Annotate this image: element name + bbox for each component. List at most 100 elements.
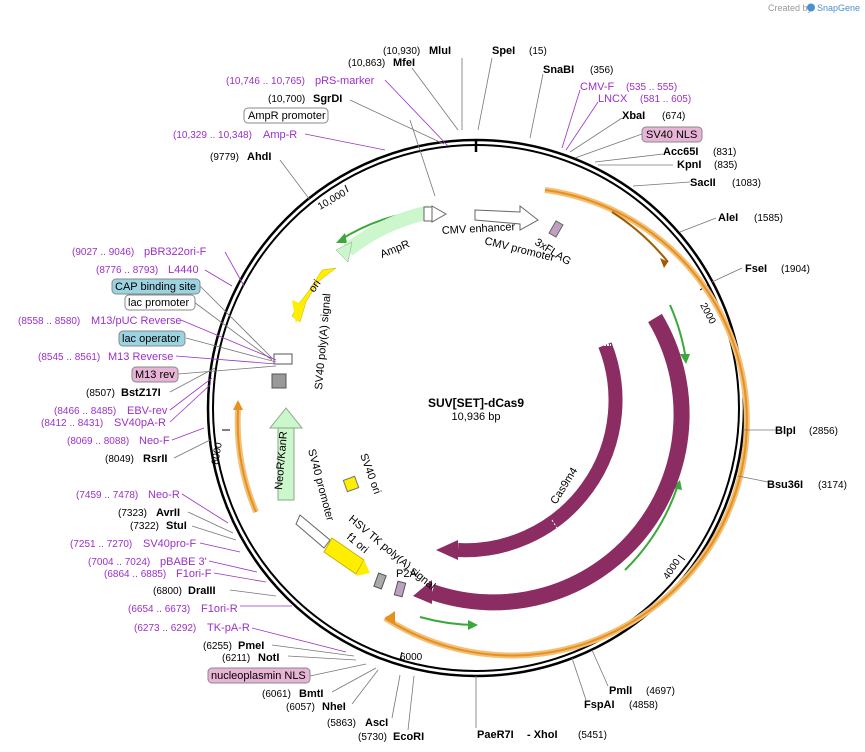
sv40prof-name: SV40pro-F [143,538,196,550]
ecori-name: EcoRI [393,731,424,743]
nucleoplasmin-name: nucleoplasmin NLS [211,670,306,682]
l4440-name: L4440 [168,264,199,276]
cas9-arrowhead [413,580,432,604]
stui-name: StuI [166,520,187,532]
sacii-leader [632,181,691,187]
m13rev-name: M13 Reverse [108,351,173,363]
alei-name: AleI [718,212,738,224]
avrii-leader [187,511,234,534]
ampr-promoter-name: AmpR promoter [248,110,326,122]
tick-10000-mark [344,184,349,193]
lacop-box [118,330,186,347]
asci-leader [391,674,401,719]
sv40par-name: SV40pA-R [114,417,166,429]
nhei-name: NheI [322,701,346,713]
f1orif-leader [213,572,267,583]
ori-label: ori [307,278,324,295]
orange-arrowhead-left [233,400,243,410]
sgrdi-leader [349,99,445,145]
sv40prof-pos: (7251 .. 7270) [70,539,132,550]
bmti-pos: (6061) [262,689,291,700]
pmei-name: PmeI [238,640,264,652]
blpi-pos: (2856) [809,426,838,437]
ampr-promoter-block [423,206,433,222]
fsei-leader [711,267,743,283]
mlui-pos: (10,930) [383,46,420,57]
pbabe-pos: (7004 .. 7024) [88,557,150,568]
neor-label: NeoR/KanR [273,431,290,491]
ampr-promoter-leader [409,119,436,197]
prs-marker-name: pRS-marker [315,75,375,87]
nucleoplasmin-box [207,667,311,684]
tick-4000: 4000 [661,557,683,582]
draiii-leader [229,589,277,597]
lacpromoter-name: lac promoter [128,297,189,309]
orange-arrowhead-top [660,258,668,268]
xhoi-name: - XhoI [527,729,558,741]
orange-arrow-top [611,211,669,263]
mlui-name: MluI [429,45,451,57]
cap-box [111,278,201,295]
sv40-polya-label: SV40 poly(A) signal [313,293,333,390]
lacpromoter-leader [193,301,273,361]
ebvrev-name: EBV-rev [127,405,168,417]
tick-10000: 10,000 [316,188,348,213]
m13revbox-name: M13 rev [135,369,175,381]
green-arrowhead-right-top [680,354,690,364]
noti-leader [287,655,357,661]
cas9m4-arrow-body [457,342,623,558]
ahdi-pos: (9779) [210,152,239,163]
nucleoplasmin-leader [309,663,367,677]
draiii-name: DraIII [188,585,216,597]
acc65i-leader [594,153,664,163]
paer7i-name: PaeR7I [477,729,514,741]
sv40prof-leader [199,542,241,553]
cas9m4-arrowhead [436,540,458,560]
xhoi-pos: (5451) [578,730,607,741]
bsu36i-name: Bsu36I [767,479,803,491]
spei-name: SpeI [492,45,515,57]
neof-pos: (8069 .. 8088) [67,436,129,447]
ampr-label: AmpR [379,238,412,261]
ampr-promoter-arrowhead [431,205,448,223]
avrii-pos: (7323) [118,508,147,519]
neof-leader [171,427,205,441]
draiii-pos: (6800) [153,586,182,597]
mfei-name: MfeI [393,57,415,69]
fspai-name: FspAI [584,699,615,711]
ecori-pos: (5730) [358,732,387,743]
neor-arrowhead [268,407,304,429]
bmti-name: BmtI [299,688,323,700]
f1-ori-arrow [323,537,365,575]
f1orif-pos: (6864 .. 6885) [104,569,166,580]
bstz17i-name: BstZ17I [121,387,161,399]
tkpar-pos: (6273 .. 6292) [134,623,196,634]
pbr322-name: pBR322ori-F [144,246,207,258]
f1orif-name: F1ori-F [176,568,212,580]
sv40-nls-leader [574,133,643,159]
xbai-leader [569,117,623,153]
credit-text: Created by [768,3,813,13]
mfei-leader [411,67,459,131]
orange-arrowhead-bottom [385,611,395,625]
m13revbox-box [131,366,179,383]
ampr-arrow-body [343,205,432,256]
sv40-ori-label: SV40 ori [357,452,383,496]
cmv-enhancer-label: CMV enhancer [442,221,516,237]
pbabe-name: pBABE 3' [160,556,207,568]
fspai-pos: (4858) [629,700,658,711]
ampr-arrowhead [335,241,353,263]
bsu36i-leader [737,475,769,483]
sacii-name: SacII [690,177,716,189]
fspai-leader [571,657,587,701]
pmli-leader [591,649,609,687]
prs-marker-pos: (10,746 .. 10,765) [226,76,305,87]
pmli-pos: (4697) [646,686,675,697]
stui-pos: (7322) [130,521,159,532]
stui-leader [191,525,237,541]
lncx-leader [565,101,599,151]
f1orir-pos: (6654 .. 6673) [128,604,190,615]
asci-name: AscI [365,717,388,729]
sv40par-leader [169,384,211,423]
